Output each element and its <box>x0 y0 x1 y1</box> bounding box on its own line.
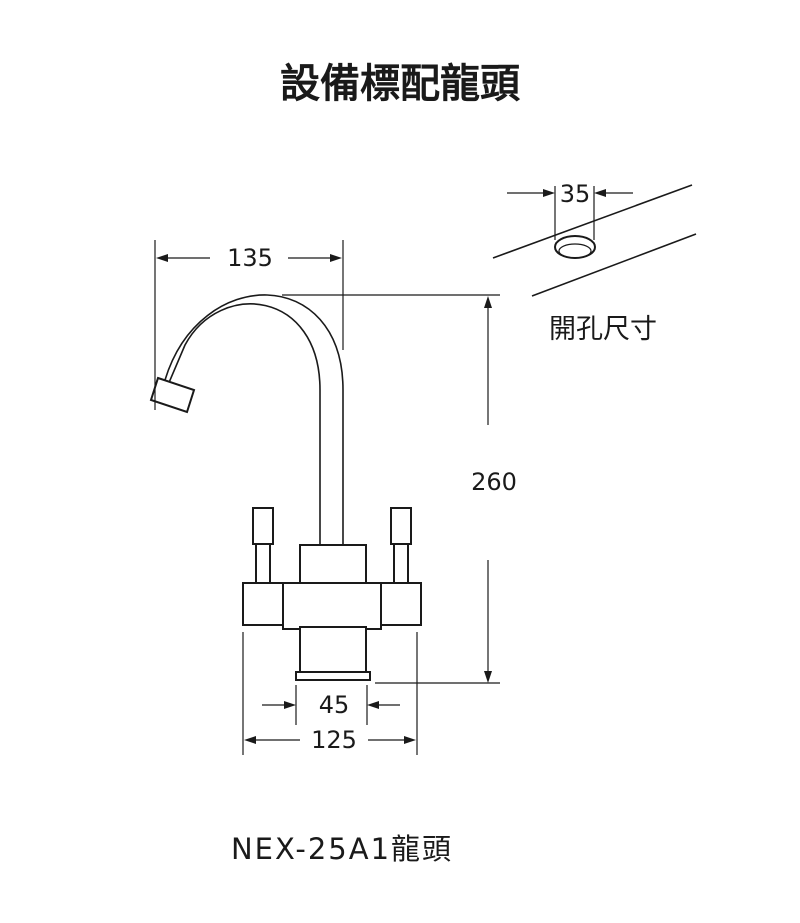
dimension-base-width: 125 <box>242 632 418 755</box>
hole-size-label: 開孔尺寸 <box>549 314 657 345</box>
dimension-spout-reach-label: 135 <box>227 244 273 272</box>
dimension-outlet-width-label: 45 <box>319 691 350 719</box>
dimension-hole-label: 35 <box>560 180 591 208</box>
dimension-outlet-width: 45 <box>262 685 400 725</box>
model-label: NEX-25A1龍頭 <box>231 832 453 866</box>
faucet-body <box>149 294 422 681</box>
dimension-height-label: 260 <box>471 468 517 496</box>
dimension-base-width-label: 125 <box>311 726 357 754</box>
dimension-height: 260 <box>282 294 517 684</box>
dimension-spout-reach: 135 <box>154 240 344 410</box>
hole-size-inset: 35 開孔尺寸 <box>492 180 697 345</box>
page-title: 設備標配龍頭 <box>280 61 521 107</box>
